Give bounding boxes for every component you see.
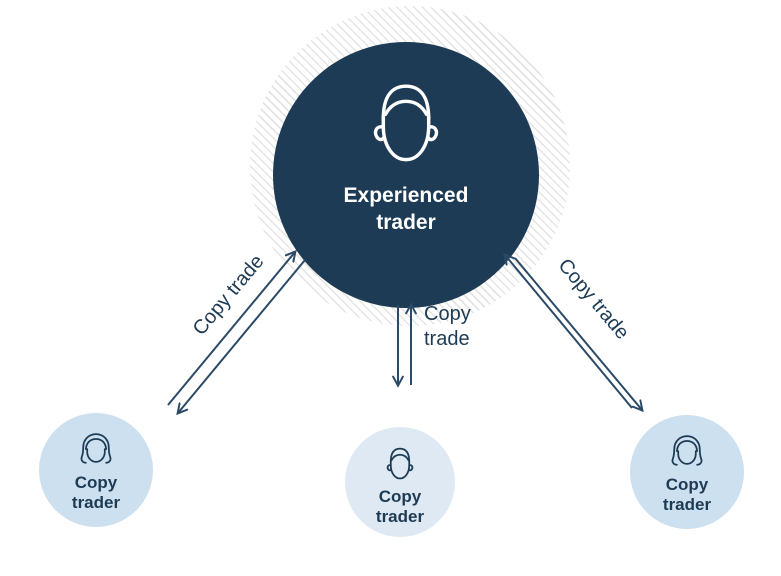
man-face-icon: [373, 84, 439, 162]
copy-trader-node-middle: Copy trader: [345, 427, 455, 537]
copy-trader-label-right: Copy trader: [662, 475, 712, 515]
copy-trader-label-left: Copy trader: [71, 473, 121, 513]
man-face-icon: [386, 447, 414, 480]
experienced-trader-node: Experienced trader: [273, 42, 539, 308]
copy-trader-node-left: Copy trader: [39, 413, 153, 527]
experienced-trader-label: Experienced trader: [343, 184, 469, 235]
copy-trader-label-middle: Copy trader: [375, 487, 425, 527]
woman-face-icon: [671, 435, 703, 466]
copy-trade-label-right: Copy trade: [553, 254, 634, 344]
copy-trade-label-left: Copy trade: [188, 250, 269, 340]
woman-face-icon: [80, 433, 112, 464]
copy-trader-node-right: Copy trader: [630, 415, 744, 529]
copy-trade-label-middle: Copy trade: [424, 303, 471, 350]
